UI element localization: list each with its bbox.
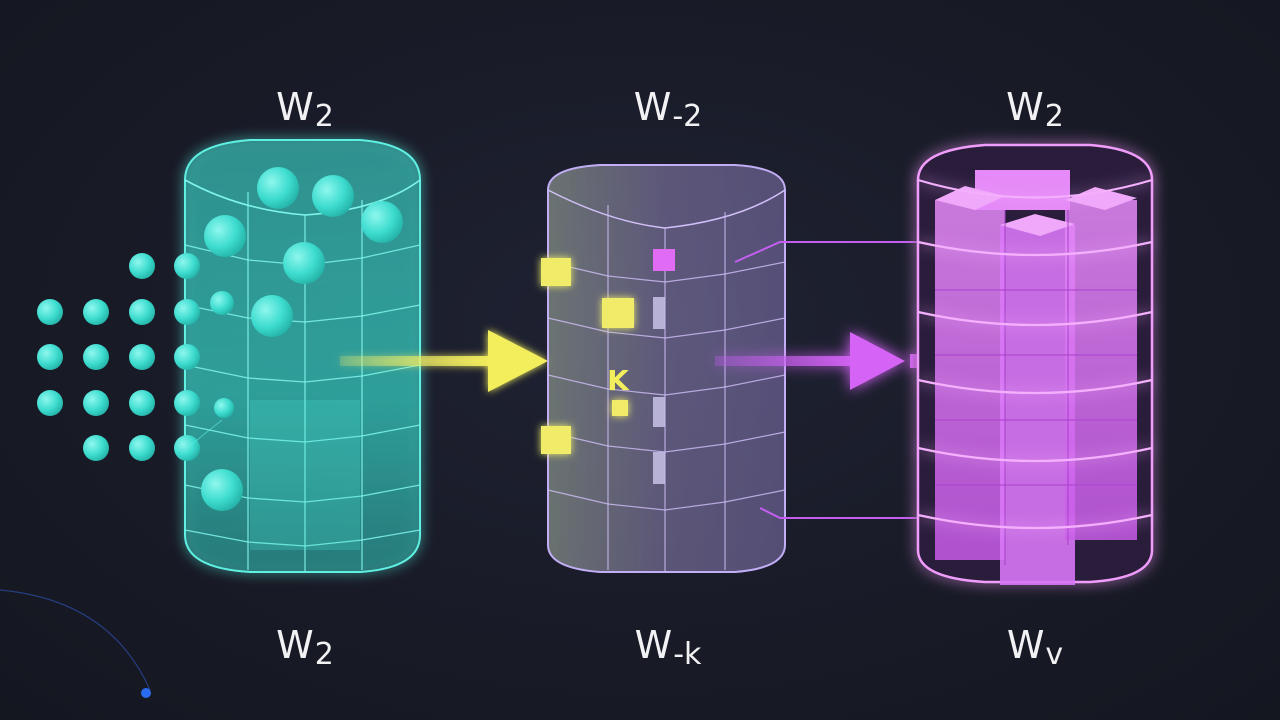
column-1-bottom-label: W2 [276,623,334,672]
input-dot [174,299,200,325]
query-marker [653,249,675,271]
input-dot [129,344,155,370]
input-dot [37,390,63,416]
input-dot [174,253,200,279]
input-dot [174,390,200,416]
value-markers [653,297,665,484]
input-dot [83,390,109,416]
sphere [201,469,243,511]
input-dot [83,435,109,461]
inner-k-label: K [607,364,630,397]
key-square [541,258,571,286]
sphere [312,175,354,217]
teal-spheres [201,167,403,511]
cube-column [1065,200,1137,540]
input-dot [129,253,155,279]
column-teal [184,139,421,573]
input-dot [129,299,155,325]
sphere [361,201,403,243]
teal-inner-block [250,400,360,550]
lavender-grid-horizontal [547,261,786,511]
input-dot-grid [37,253,223,461]
sphere [251,295,293,337]
input-dot [83,299,109,325]
lavender-column-body [547,164,786,573]
key-markers [541,258,634,454]
column-3-bottom-label: Wv [1006,623,1064,672]
column-1-top-label: W2 [276,85,334,134]
teal-column-body [184,139,421,573]
column-rings [917,178,1153,530]
sphere [210,291,234,315]
column-3-top-label: W2 [1006,85,1064,134]
key-square [602,298,634,328]
sphere [257,167,299,209]
column-lavender: K [541,164,786,573]
input-dot [37,344,63,370]
input-dot [174,344,200,370]
input-dot [83,344,109,370]
cube-column [1000,225,1075,585]
column-magenta [916,143,1154,585]
blue-dot [141,688,151,698]
connector-lines [734,241,922,519]
key-square [612,400,628,416]
sphere [204,215,246,257]
sphere [214,398,234,418]
corner-arc-decoration [0,589,151,698]
cube-column [935,200,1005,560]
column-2-bottom-label: W-k [634,623,702,672]
input-dot [129,390,155,416]
input-dot [37,299,63,325]
key-square [541,426,571,454]
sphere [283,242,325,284]
cube-stack [935,170,1137,585]
input-dot [129,435,155,461]
column-2-top-label: W-2 [633,85,703,134]
arrow-right-icon [340,330,548,392]
